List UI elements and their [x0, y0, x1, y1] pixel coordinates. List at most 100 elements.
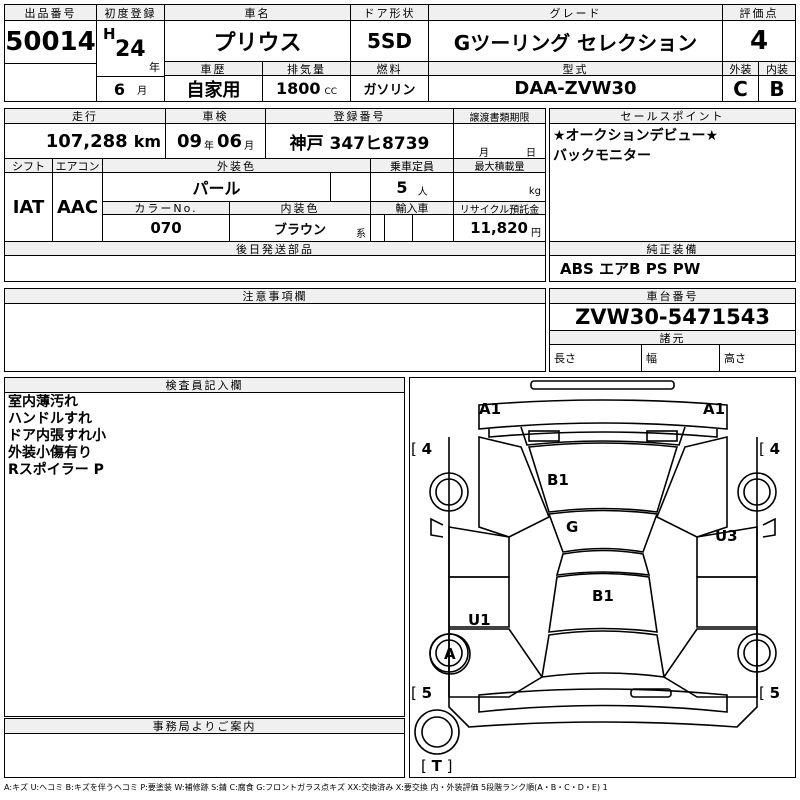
door-value: 5SD	[351, 21, 429, 61]
inspector-line: 室内薄汚れ	[8, 394, 78, 410]
shift-value: IAT	[5, 173, 53, 241]
exterior-color-blank	[331, 173, 371, 201]
mark-u3: U3	[715, 527, 738, 545]
inspection-month: 06	[217, 130, 243, 152]
mark-a1-right: A1	[703, 400, 726, 418]
car-name-value: プリウス	[165, 21, 351, 61]
inspector-line: 外装小傷有り	[8, 445, 92, 461]
displacement-value-cell: 1800 CC	[263, 76, 351, 101]
spare-tire	[414, 709, 460, 755]
roof	[555, 549, 651, 576]
model-label: 型式	[429, 61, 723, 76]
registration-value: 神戸 347ヒ8739	[266, 124, 454, 158]
first-reg-label: 初度登録	[97, 5, 165, 21]
header-block	[4, 4, 796, 102]
history-value: 自家用	[165, 76, 263, 101]
later-parts-value	[5, 256, 545, 281]
tire-rear-left-rim	[435, 639, 463, 667]
interior-color-suffix: 系	[356, 229, 366, 240]
tire-fr-label: [ 4	[759, 440, 781, 458]
interior-color-value: ブラウン	[273, 222, 326, 238]
sales-point-line: ★オークションデビュー★	[553, 128, 719, 144]
first-reg-month-unit: 月	[137, 85, 148, 97]
aircon-label: エアコン	[53, 158, 103, 173]
interior-score-label: 内装	[759, 61, 795, 76]
tire-rear-right	[737, 633, 777, 673]
interior-score-value: B	[769, 76, 785, 101]
chassis-value: ZVW30-5471543	[575, 305, 770, 329]
tire-front-left-rim	[435, 478, 463, 506]
history-label: 車歴	[165, 61, 263, 76]
inspection-year-unit: 年	[204, 140, 214, 152]
max-load-unit: kg	[528, 185, 541, 197]
mileage-cell: 107,288 km	[5, 124, 166, 158]
lot-blank	[5, 63, 97, 101]
capacity-value: 5	[396, 177, 408, 197]
first-reg-month: 6 月	[97, 76, 165, 101]
rear-door-left	[448, 576, 510, 628]
door-label: ドア形状	[351, 5, 429, 21]
exterior-color-value: パール	[103, 173, 331, 201]
mirror-left	[430, 517, 444, 538]
displacement-label: 排気量	[263, 61, 351, 76]
inspector-line: Rスポイラー P	[8, 462, 104, 478]
front-strip	[530, 380, 675, 390]
tire-rr-value: 5	[769, 684, 781, 702]
transfer-docs-label: 譲渡書類期限	[454, 109, 545, 124]
grade-label: グレード	[429, 5, 723, 21]
capacity-cell: 5 人	[371, 173, 454, 201]
front-bumper	[478, 399, 728, 430]
notes-block	[4, 288, 546, 372]
import-divider	[384, 215, 413, 241]
recycle-unit: 円	[531, 227, 541, 239]
rear-door-right	[696, 576, 758, 628]
front-bumper-lower	[488, 429, 718, 438]
capacity-label: 乗車定員	[371, 158, 454, 173]
spare-label: [ T ]	[421, 757, 453, 775]
fuel-label: 燃料	[351, 61, 429, 76]
mark-u1: U1	[468, 611, 491, 629]
mirror-right	[762, 517, 776, 538]
transfer-docs-day-unit: 日	[526, 148, 536, 158]
car-diagram-block	[409, 377, 796, 778]
fuel-value: ガソリン	[351, 76, 429, 101]
mark-b1-bottom: B1	[592, 587, 614, 605]
sales-points-body: ★オークションデビュー★ バックモニター	[550, 126, 795, 236]
mileage-value: 107,288	[45, 130, 128, 152]
inspection-year: 09	[176, 130, 202, 152]
score-value: 4	[749, 26, 769, 56]
specs-width: 幅	[642, 345, 720, 371]
tire-front-right-rim	[743, 478, 771, 506]
sales-points-label: セールスポイント	[550, 109, 795, 124]
spare-value: T	[431, 757, 442, 775]
capacity-unit: 人	[417, 186, 428, 198]
sales-points-block	[549, 108, 796, 282]
displacement-unit: CC	[324, 86, 338, 97]
rear-fender-right	[662, 628, 758, 698]
max-load-label: 最大積載量	[454, 158, 545, 173]
car-name-label: 車名	[165, 5, 351, 21]
color-no-label: カラーNo.	[103, 201, 230, 215]
first-reg-era: H	[103, 25, 116, 43]
inspection-cell: 09 年 06 月	[166, 124, 266, 158]
transfer-docs-cell: 月 日	[454, 124, 545, 158]
body-outline	[448, 437, 758, 728]
spare-tire-rim	[421, 716, 453, 748]
grade-value: Gツーリング セレクション	[429, 21, 723, 61]
specs-length: 長さ	[550, 345, 642, 371]
tire-rear-right-rim	[743, 639, 771, 667]
rear-fender-left	[448, 628, 544, 698]
notes-label: 注意事項欄	[5, 289, 545, 304]
mark-a: A	[444, 645, 456, 663]
genuine-equipment-value: ABS エアB PS PW	[560, 260, 701, 278]
score-label: 評価点	[723, 5, 795, 21]
interior-color-cell: ブラウン 系	[230, 215, 371, 241]
tire-fr-value: 4	[769, 440, 781, 458]
max-load-cell: kg	[454, 173, 545, 201]
exterior-score-value: C	[723, 76, 759, 101]
tire-fl-value: 4	[421, 440, 433, 458]
front-fender-right	[655, 435, 728, 538]
recycle-cell: 11,820 円	[454, 215, 545, 241]
lot-label: 出品番号	[5, 5, 97, 21]
inspector-label: 検査員記入欄	[5, 378, 404, 393]
